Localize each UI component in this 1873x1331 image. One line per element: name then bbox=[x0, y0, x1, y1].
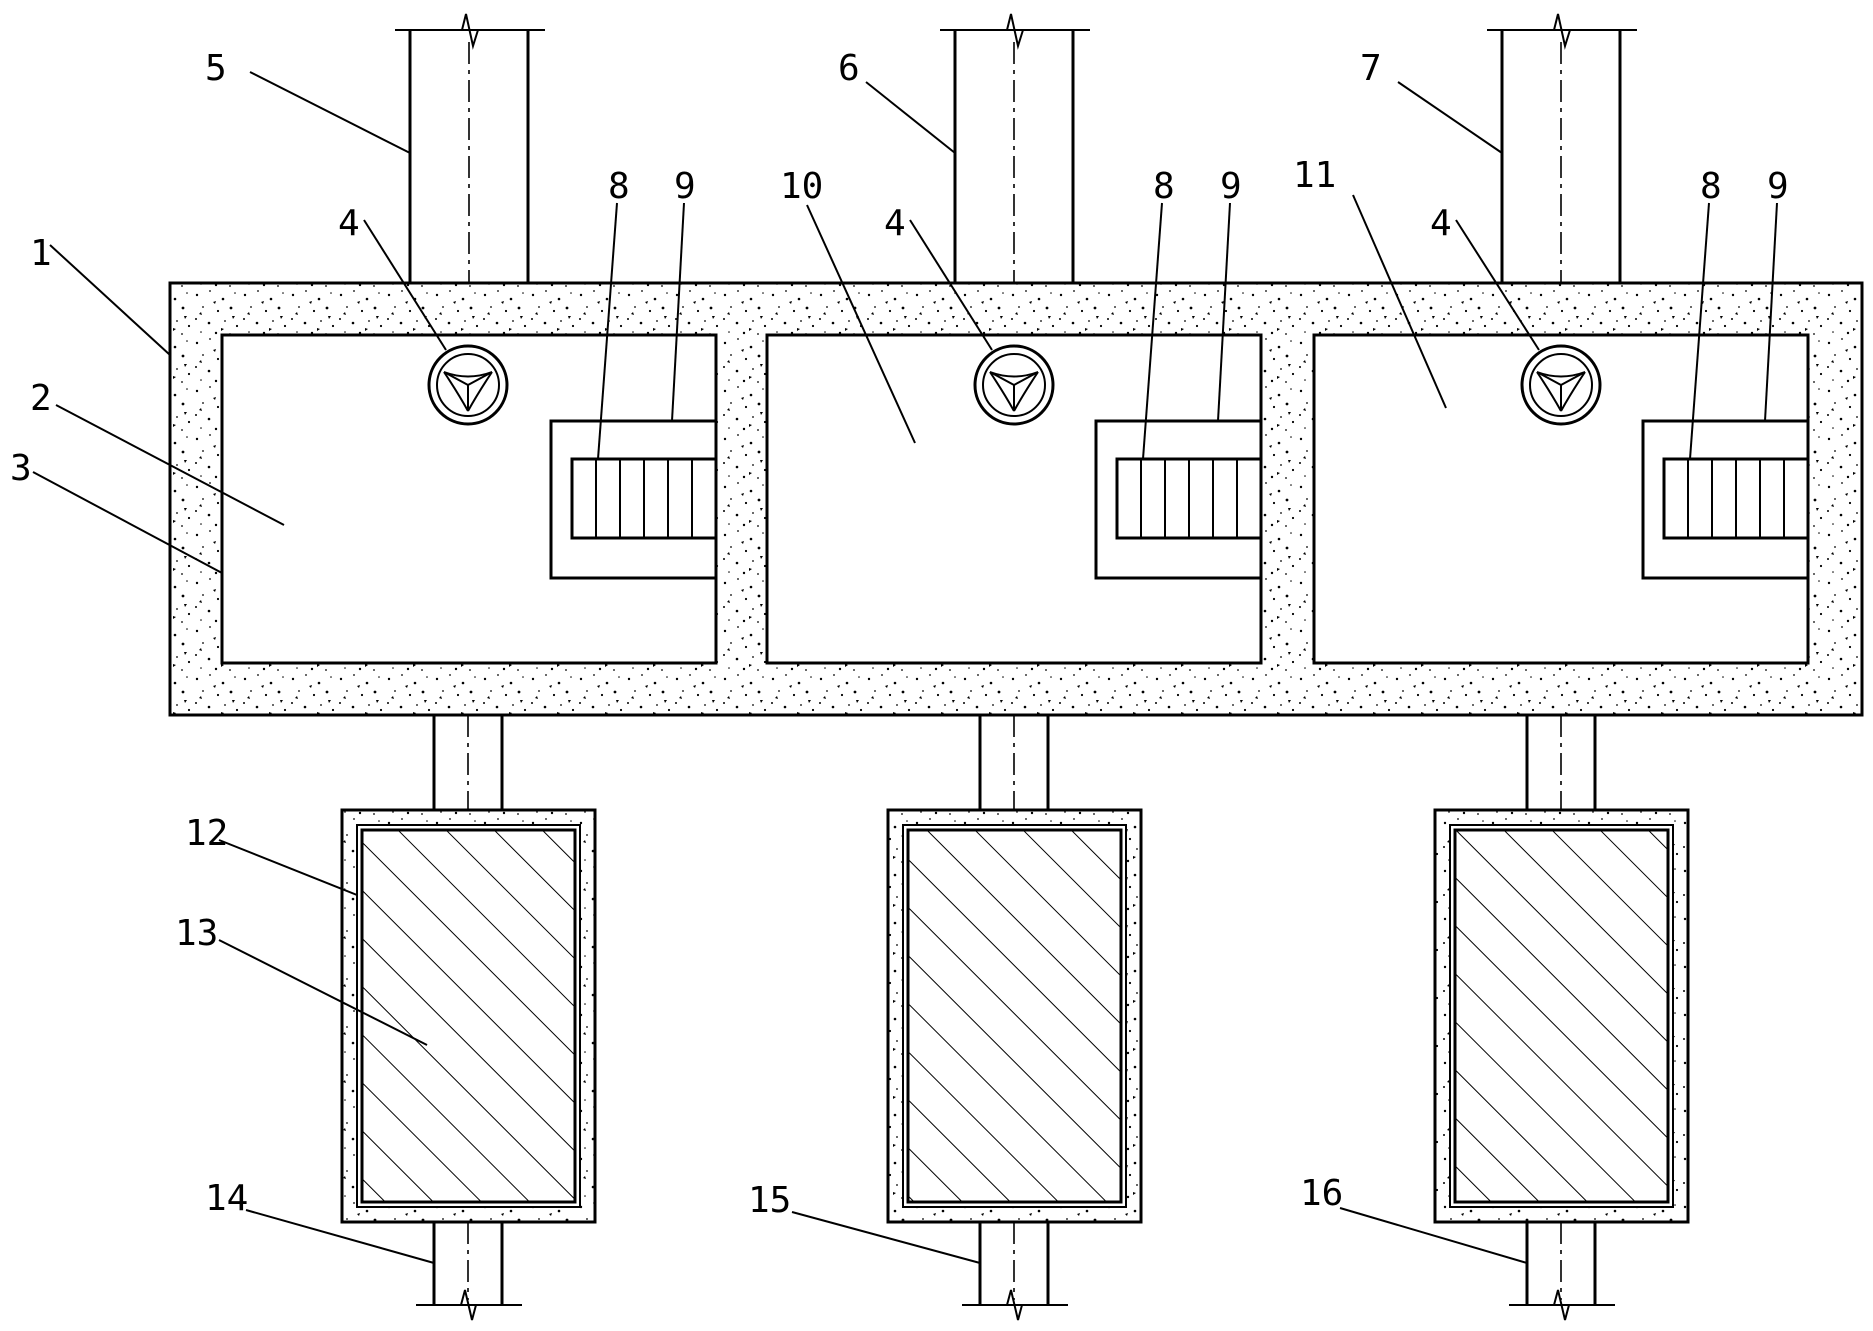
label-5: 5 bbox=[205, 48, 227, 89]
label-16: 16 bbox=[1300, 1173, 1343, 1214]
leader-lines bbox=[32, 71, 1778, 1264]
label-3: 3 bbox=[10, 448, 32, 489]
label-8-left: 8 bbox=[608, 166, 630, 207]
label-9-right: 9 bbox=[1767, 166, 1789, 207]
label-11: 11 bbox=[1293, 155, 1336, 196]
label-6: 6 bbox=[838, 48, 860, 89]
lower-box-right bbox=[1433, 808, 1690, 1224]
label-8-middle: 8 bbox=[1153, 166, 1175, 207]
label-10: 10 bbox=[780, 166, 823, 207]
fan-icon bbox=[427, 344, 509, 426]
heater-grid-icon bbox=[549, 419, 718, 580]
heater-grid-icon bbox=[1641, 419, 1810, 580]
label-9-left: 9 bbox=[674, 166, 696, 207]
label-2: 2 bbox=[30, 378, 52, 419]
label-14: 14 bbox=[205, 1178, 248, 1219]
label-8-right: 8 bbox=[1700, 166, 1722, 207]
top-pipe-6 bbox=[940, 13, 1090, 283]
bottom-pipe-15 bbox=[962, 1222, 1068, 1321]
connector-pipe-left bbox=[432, 715, 504, 810]
connector-pipe-right bbox=[1525, 715, 1597, 810]
lower-box-left bbox=[340, 808, 597, 1224]
fan-icon bbox=[1520, 344, 1602, 426]
fan-icon bbox=[973, 344, 1055, 426]
label-13: 13 bbox=[175, 913, 218, 954]
top-pipe-5 bbox=[395, 13, 545, 283]
lower-box-middle bbox=[886, 808, 1143, 1224]
label-9-middle: 9 bbox=[1220, 166, 1242, 207]
top-pipe-7 bbox=[1487, 13, 1637, 283]
connector-pipe-middle bbox=[978, 715, 1050, 810]
label-4-left: 4 bbox=[338, 203, 360, 244]
label-4-middle: 4 bbox=[884, 203, 906, 244]
label-1: 1 bbox=[30, 233, 52, 274]
bottom-pipe-14 bbox=[416, 1222, 522, 1321]
label-4-right: 4 bbox=[1430, 203, 1452, 244]
heater-grid-icon bbox=[1094, 419, 1263, 580]
label-15: 15 bbox=[748, 1180, 791, 1221]
label-7: 7 bbox=[1360, 48, 1382, 89]
label-12: 12 bbox=[185, 813, 228, 854]
bottom-pipe-16 bbox=[1509, 1222, 1615, 1321]
